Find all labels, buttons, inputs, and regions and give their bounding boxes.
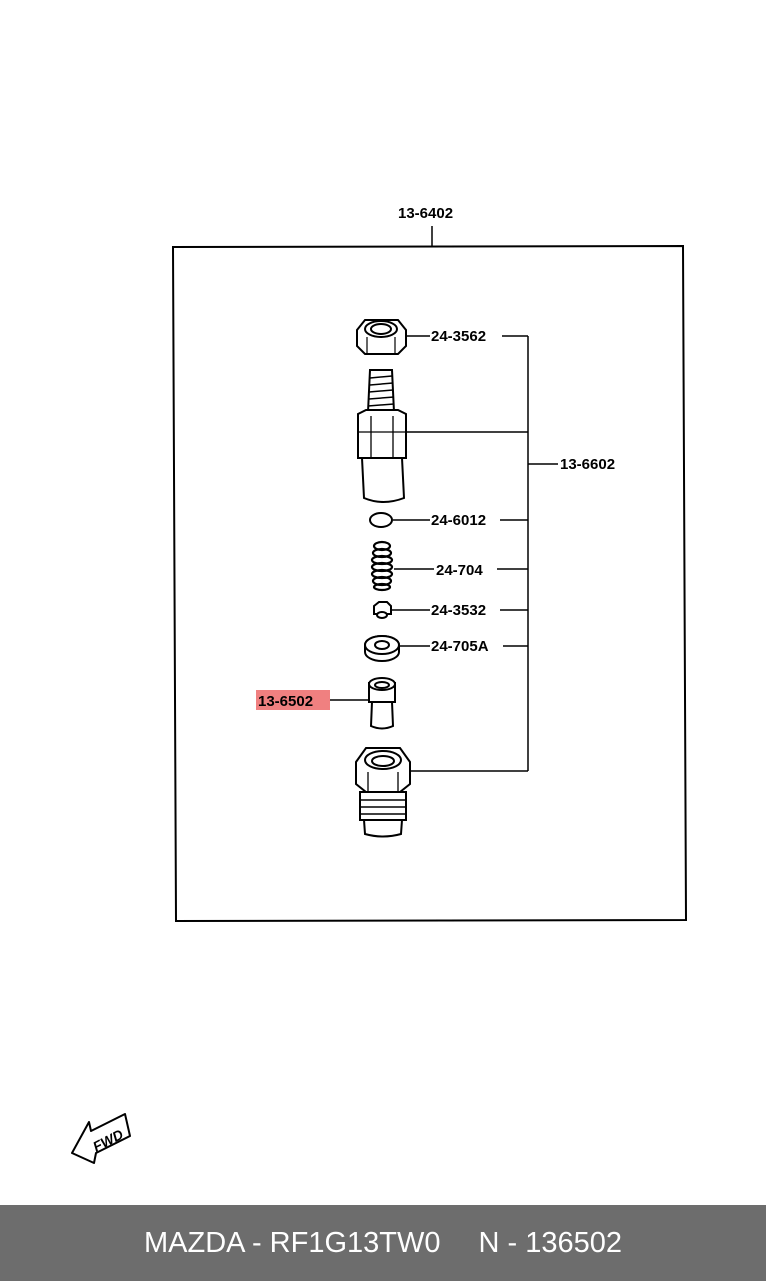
highlighted-part-label[interactable]: 13-6502	[258, 693, 313, 710]
pin-part	[373, 601, 392, 619]
leader-lines	[330, 335, 558, 772]
brand-and-code: MAZDA - RF1G13TW0	[144, 1226, 441, 1259]
holder-body-part	[357, 369, 407, 503]
assembly-frame	[171, 244, 688, 923]
nozzle-part	[368, 677, 396, 730]
shim-part	[369, 512, 393, 528]
fwd-arrow-icon: FWD	[71, 1113, 131, 1164]
highlight-box	[256, 690, 330, 710]
part-label-4: 24-3532	[431, 602, 486, 619]
assembly-label: 13-6402	[398, 205, 453, 222]
group-label: 13-6602	[560, 456, 615, 473]
spring-part	[370, 540, 394, 592]
nut-part	[356, 319, 407, 355]
part-label-5: 24-705A	[431, 638, 489, 655]
retaining-nut-part	[355, 747, 411, 838]
part-label-1: 24-3562	[431, 328, 486, 345]
footer-bar: MAZDA - RF1G13TW0 N - 136502	[0, 1205, 766, 1281]
part-label-3: 24-704	[436, 562, 483, 579]
part-number: N - 136502	[478, 1226, 623, 1259]
washer-part	[364, 635, 400, 662]
part-label-2: 24-6012	[431, 512, 486, 529]
exploded-parts-diagram: 13-6402	[71, 205, 688, 1164]
